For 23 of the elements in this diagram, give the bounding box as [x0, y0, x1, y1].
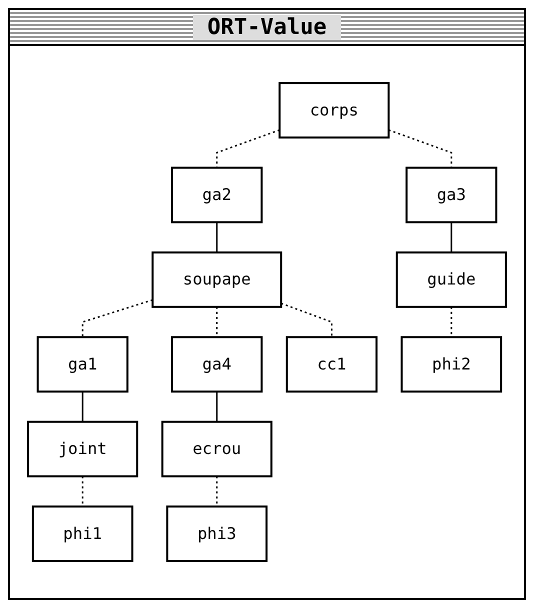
- node-box: [396, 251, 507, 308]
- window-title: ORT-Value: [193, 14, 341, 40]
- node-box: [36, 336, 128, 393]
- connector: [216, 222, 218, 252]
- connector: [82, 299, 153, 338]
- connector: [216, 392, 218, 422]
- connector: [450, 222, 452, 252]
- connector: [216, 476, 218, 506]
- node-box: [27, 420, 138, 478]
- connector: [280, 302, 332, 338]
- node-box: [278, 82, 390, 138]
- node-box: [171, 166, 263, 224]
- node-box: [286, 336, 378, 393]
- connector: [82, 392, 84, 422]
- node-box: [166, 506, 268, 562]
- window-frame: ORT-Value corps ga2 ga3 soupape guide ga1 ga4 cc1 phi2 joint ecrou phi1 phi3: [8, 8, 526, 600]
- node-box: [406, 166, 498, 224]
- node-box: [152, 251, 282, 308]
- node-box: [171, 336, 263, 393]
- node-box: [161, 420, 272, 478]
- node-box: [400, 336, 502, 393]
- node-box: [32, 506, 134, 562]
- connector: [82, 476, 84, 506]
